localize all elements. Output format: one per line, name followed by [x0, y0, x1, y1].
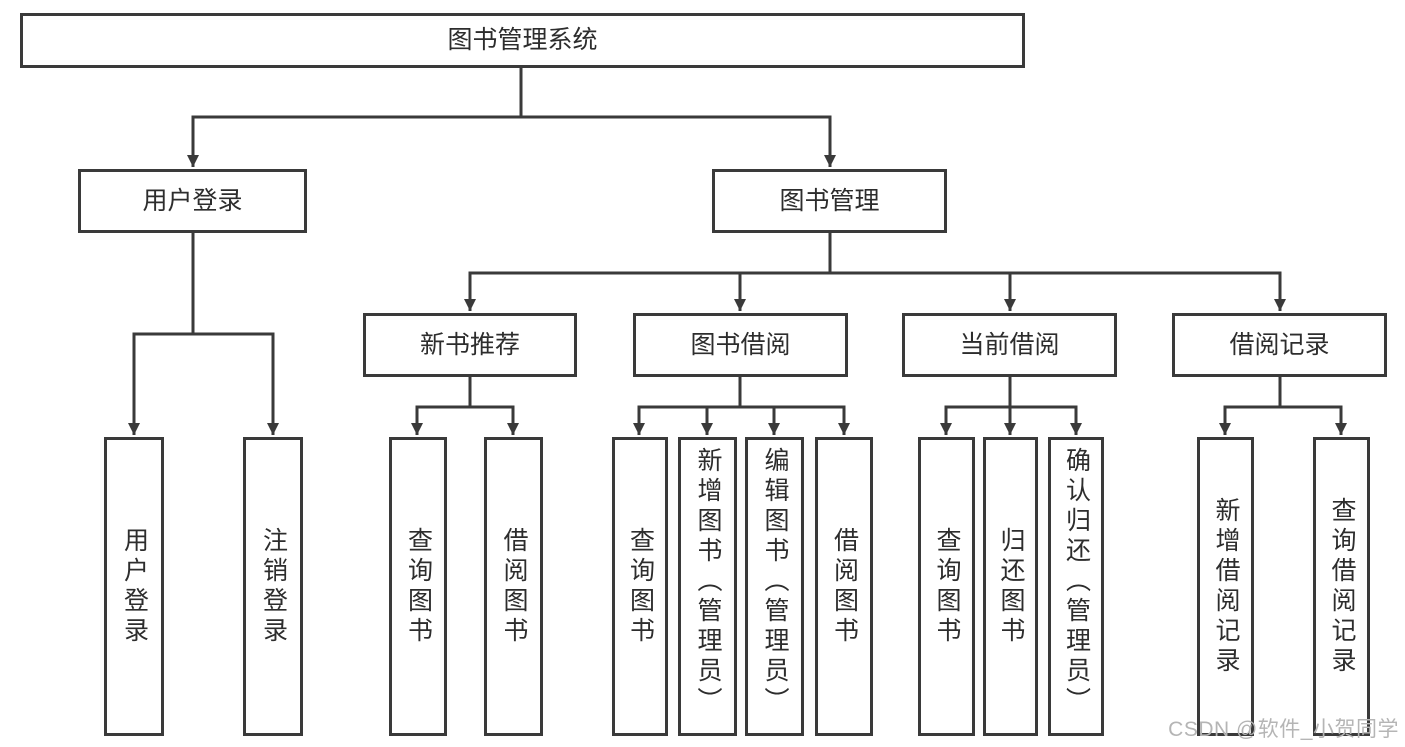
- connector-user-login-trunk: [132, 233, 275, 336]
- leaf-node-logout: 注销登录: [243, 437, 303, 736]
- node-new-book-recommend: 新书推荐: [363, 313, 577, 377]
- node-label: 图书借阅: [690, 330, 791, 359]
- node-label: 确认归还（管理员）: [1062, 447, 1091, 717]
- node-label: 用户登录: [120, 526, 149, 647]
- node-label: 查询图书: [626, 526, 655, 647]
- node-label: 借阅记录: [1229, 330, 1330, 359]
- leaf-node-recommend-query-book: 查询图书: [389, 437, 447, 736]
- connector-root-trunk: [191, 68, 832, 119]
- node-book-management: 图书管理: [712, 169, 947, 233]
- node-label: 归还图书: [997, 526, 1025, 647]
- connector-current-borrow-trunk: [944, 377, 1078, 409]
- leaf-node-current-confirm-return-admin: 确认归还（管理员）: [1048, 437, 1104, 736]
- leaf-node-record-query-borrow-record: 查询借阅记录: [1313, 437, 1370, 736]
- node-label: 图书管理系统: [447, 26, 598, 54]
- node-root-library-management-system: 图书管理系统: [20, 13, 1025, 68]
- leaf-node-borrow-borrow-book: 借阅图书: [815, 437, 873, 736]
- leaf-node-record-add-borrow-record: 新增借阅记录: [1197, 437, 1254, 736]
- leaf-node-current-query-book: 查询图书: [918, 437, 975, 736]
- node-label: 图书管理: [779, 186, 880, 215]
- leaf-node-user-login: 用户登录: [104, 437, 164, 736]
- node-book-borrow: 图书借阅: [633, 313, 848, 377]
- connector-new-book-recommend-trunk: [415, 377, 515, 409]
- node-label: 借阅图书: [500, 526, 528, 647]
- node-label: 编辑图书（管理员）: [761, 447, 789, 717]
- node-label: 新书推荐: [419, 330, 520, 359]
- node-label: 查询借阅记录: [1328, 496, 1356, 677]
- node-borrow-record: 借阅记录: [1172, 313, 1387, 377]
- leaf-node-recommend-borrow-book: 借阅图书: [484, 437, 543, 736]
- node-current-borrow: 当前借阅: [902, 313, 1117, 377]
- connector-book-management-trunk: [468, 233, 1282, 275]
- node-label: 用户登录: [142, 186, 243, 215]
- leaf-node-borrow-add-book-admin: 新增图书（管理员）: [678, 437, 737, 736]
- connector-borrow-record-trunk: [1223, 377, 1343, 409]
- csdn-watermark: CSDN @软件_小贺同学: [1168, 718, 1399, 741]
- node-label: 当前借阅: [959, 330, 1060, 359]
- node-label: 查询图书: [404, 526, 433, 647]
- leaf-node-current-return-book: 归还图书: [983, 437, 1038, 736]
- node-label: 注销登录: [259, 526, 288, 647]
- leaf-node-borrow-edit-book-admin: 编辑图书（管理员）: [745, 437, 804, 736]
- node-label: 新增图书（管理员）: [694, 447, 722, 717]
- node-label: 新增借阅记录: [1212, 496, 1240, 677]
- connector-book-borrow-trunk: [637, 377, 846, 409]
- node-label: 查询图书: [933, 526, 961, 647]
- node-label: 借阅图书: [830, 526, 859, 647]
- node-user-login: 用户登录: [78, 169, 307, 233]
- leaf-node-borrow-query-book: 查询图书: [612, 437, 668, 736]
